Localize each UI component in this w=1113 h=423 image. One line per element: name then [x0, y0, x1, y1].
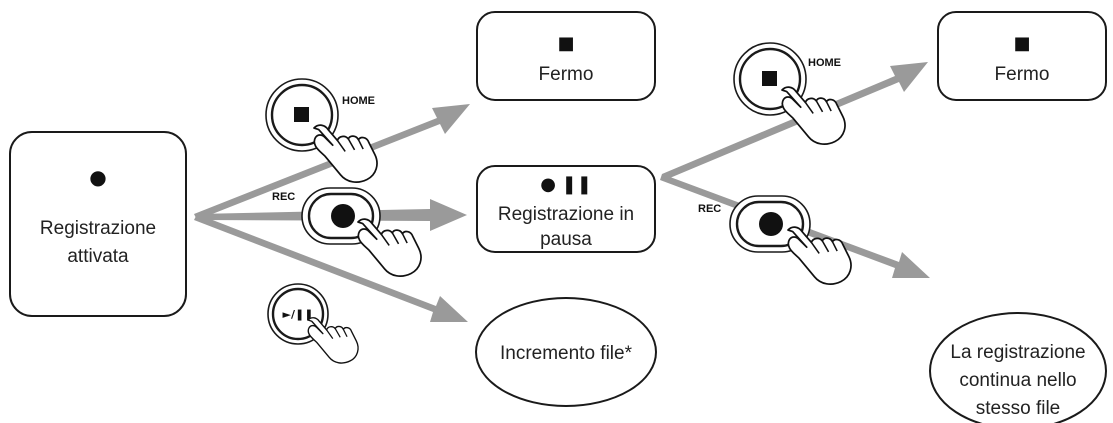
home-label: HOME — [808, 57, 841, 69]
record-icon: ● — [89, 165, 106, 189]
state-recording-active: ● Registrazione attivata — [9, 131, 187, 317]
state-file-increment: Incremento file* — [475, 297, 657, 407]
state-label-line2: continua nello — [959, 370, 1076, 391]
state-label-line1: La registrazione — [950, 342, 1085, 363]
stop-icon: ■ — [557, 33, 574, 54]
state-stop-top: ■ Fermo — [476, 11, 656, 101]
record-pause-icon: ● ❚❚ — [540, 174, 592, 195]
state-label-line2: pausa — [540, 229, 592, 250]
play-pause-button-left[interactable]: ►/❚❚ — [267, 283, 359, 364]
rec-button-right[interactable] — [729, 195, 852, 285]
state-continue-same-file: La registrazione continua nello stesso f… — [929, 312, 1107, 423]
record-dot-icon — [331, 204, 355, 228]
rec-button-left[interactable] — [301, 187, 422, 277]
home-stop-button-left[interactable] — [265, 78, 378, 183]
home-stop-button-right[interactable] — [733, 42, 846, 145]
record-dot-icon — [759, 212, 783, 236]
state-paused: ● ❚❚ Registrazione in pausa — [476, 165, 656, 253]
state-stop-right: ■ Fermo — [937, 11, 1107, 101]
rec-label: REC — [698, 203, 721, 215]
rec-label: REC — [272, 191, 295, 203]
stop-square-icon — [294, 107, 309, 122]
hand-pointer-icon — [357, 218, 422, 277]
home-label: HOME — [342, 95, 375, 107]
state-label: Incremento file* — [500, 343, 633, 364]
hand-pointer-icon — [313, 124, 378, 183]
state-label: Fermo — [539, 64, 594, 85]
state-label-line3: stesso file — [976, 398, 1060, 419]
stop-square-icon — [762, 71, 777, 86]
state-label: Fermo — [995, 64, 1050, 85]
hand-pointer-icon — [781, 86, 846, 145]
hand-pointer-icon — [307, 317, 359, 364]
play-pause-icon: ►/❚❚ — [283, 308, 314, 321]
state-label-line1: Registrazione in — [498, 204, 634, 225]
stop-icon: ■ — [1013, 33, 1030, 54]
arrow-to-increment — [194, 214, 468, 322]
state-label-line2: attivata — [67, 246, 129, 267]
state-label-line1: Registrazione — [40, 218, 156, 239]
